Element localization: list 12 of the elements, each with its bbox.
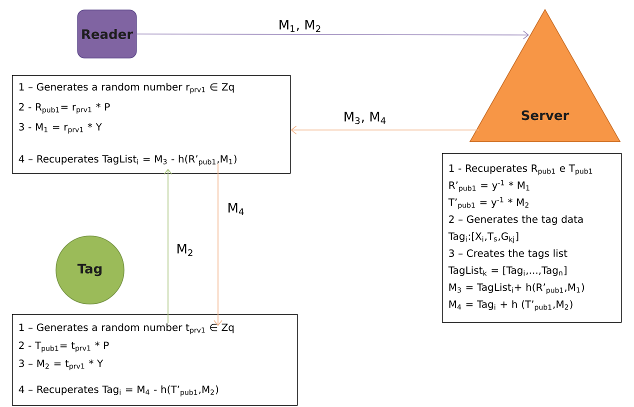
edge-label: M$_{1}$, M$_{2}$	[280, 20, 320, 32]
edge-label: M$_{2}$	[178, 244, 192, 256]
text-box: 1 - Recuperates R$_{pub1}$ e T$_{pub1}$ R’$_{pub1}$ = y$^{-1}$ * M$_{1}$ T’$_{pub1}$ = y$^{-1}$ * M$_{2}$ 2 – Generates the tag data Tag$_{i}$:[X$_{i}$,T$_{s}$,G$_{kj}$] 3 – Creates the tags list TagList$_{k}$ = [Tag$_{i}$,...,Tag$_{n}$] M$_{3}$ = TagList$_{i}$+ h(R’$_{pub1}$,M$_{1}$) M$_{4}$ = Tag$_{i}$ + h (T’$_{pub1}$,M$_{2}$)	[442, 153, 622, 323]
arrow	[136, 30, 529, 40]
arrow	[164, 168, 172, 324]
arrow	[214, 163, 222, 326]
arrow	[290, 126, 480, 134]
text-box: 1 – Generates a random number r$_{prv1}$ ∈ Zq 2 - R$_{pub1}$= r$_{prv1}$ * P 3 - M$_{1}$ = r$_{prv1}$ * Y 4 – Recuperates TagList$_{i}$ = M$_{3}$ - h(R’$_{pub1}$,M$_{1}$)	[12, 75, 291, 174]
edge-label: M$_{4}$	[228, 203, 244, 215]
edge-label: M$_{3}$, M$_{4}$	[344, 112, 386, 124]
text-box: 1 – Generates a random number t$_{prv1}$ ∈ Zq 2 - T$_{pub1}$= t$_{prv1}$ * P 3 – M$_{2}$ = t$_{prv1}$ * Y 4 – Recuperates Tag$_{i}$ = M$_{4}$ - h(T’$_{pub1}$,M$_{2}$)	[12, 314, 298, 406]
rounded-box: Reader	[77, 10, 137, 58]
